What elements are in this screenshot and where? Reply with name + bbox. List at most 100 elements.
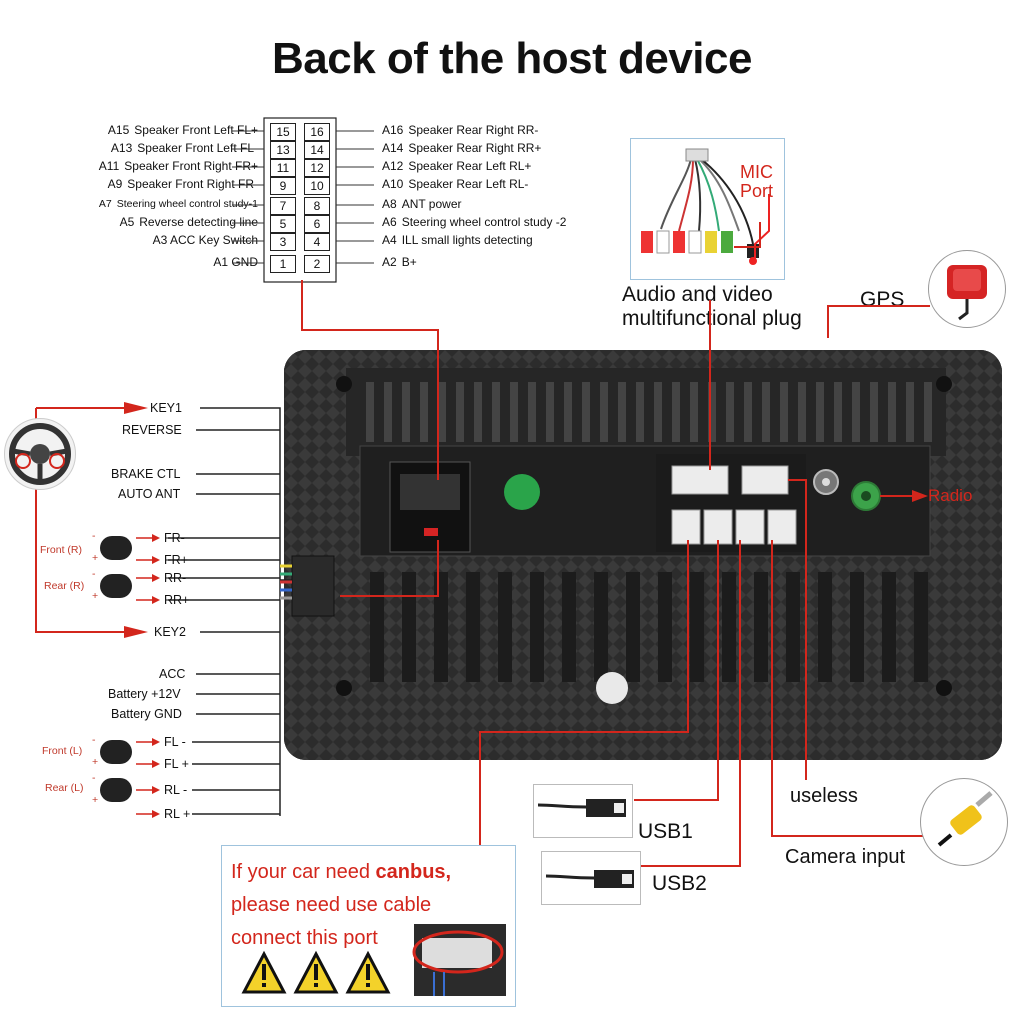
pin-code: A13 — [110, 141, 133, 155]
device-panel-graphic — [284, 350, 1002, 760]
pin-box-1: 1 — [270, 255, 296, 273]
pin-code: A14 — [382, 141, 404, 155]
pin-code: A16 — [382, 123, 404, 137]
useless-label: useless — [790, 785, 858, 807]
pin-left-label: A3 ACC Key Switch — [153, 233, 258, 247]
pin-description: Speaker Front Left FL+ — [134, 123, 258, 137]
pin-code: A9 — [107, 177, 123, 191]
harness-rl-minus: RL - — [164, 783, 188, 797]
mic-port-line1: MIC — [740, 162, 773, 182]
usb-plug-icon — [537, 799, 626, 817]
pin-box-12: 12 — [304, 159, 330, 177]
harness-rr-plus: RR+ — [164, 593, 190, 607]
plus-sign: + — [92, 552, 99, 564]
canbus-line3: connect this port — [231, 927, 378, 949]
canbus-line1: If your car need canbus, — [231, 856, 451, 889]
front-r-label: Front (R) — [40, 544, 82, 556]
harness-key2: KEY2 — [154, 625, 186, 639]
pin-description: A3 ACC Key Switch — [152, 233, 258, 247]
camera-rca-icon — [920, 778, 1008, 866]
minus-sign: - — [92, 530, 96, 542]
harness-battery-gnd: Battery GND — [111, 707, 182, 721]
rear-r-label: Rear (R) — [44, 580, 85, 592]
pin-box-15: 15 — [270, 123, 296, 141]
pin-description: A1 GND — [213, 255, 258, 269]
host-device-panel — [284, 350, 1002, 760]
warning-icon — [345, 950, 391, 994]
pin-description: Speaker Front Right FR+ — [124, 159, 258, 173]
page-title: Back of the host device — [272, 34, 752, 83]
pin-box-10: 10 — [304, 177, 330, 195]
canbus-line1-text: If your car need — [231, 861, 376, 883]
pin-right-label: A2 B+ — [382, 255, 417, 269]
pin-description: Speaker Rear Left RL+ — [408, 159, 532, 173]
pin-code: A12 — [382, 159, 404, 173]
pin-description: B+ — [401, 255, 417, 269]
pin-code: A11 — [98, 159, 120, 173]
radio-label: Radio — [928, 486, 973, 505]
harness-fl-plus: FL + — [164, 757, 189, 771]
canbus-note-text: If your car need canbus, please need use… — [231, 856, 451, 955]
speaker-rear-r-icon — [100, 574, 132, 598]
harness-fr-plus: FR+ — [164, 553, 188, 567]
pin-description: ILL small lights detecting — [401, 233, 533, 247]
pin-box-13: 13 — [270, 141, 296, 159]
pin-code: A15 — [107, 123, 130, 137]
pin-box-16: 16 — [304, 123, 330, 141]
camera-input-label: Camera input — [785, 846, 906, 868]
harness-reverse: REVERSE — [122, 423, 182, 437]
pin-right-label: A12 Speaker Rear Left RL+ — [382, 159, 531, 173]
gps-label: GPS — [860, 288, 905, 311]
pin-code: A5 — [119, 215, 135, 229]
av-cable-photo — [630, 138, 785, 280]
steering-wheel-icon — [4, 418, 76, 490]
pin-description: Speaker Rear Right RR+ — [408, 141, 542, 155]
warning-icons — [241, 924, 506, 996]
pin-left-label: A15 Speaker Front Left FL+ — [108, 123, 258, 137]
mic-port-label: MIC Port — [740, 163, 773, 201]
pin-box-4: 4 — [304, 233, 330, 251]
speaker-front-r-icon — [100, 536, 132, 560]
pin-box-5: 5 — [270, 215, 296, 233]
rear-l-label: Rear (L) — [45, 782, 84, 794]
pin-left-label: A5 Reverse detecting line — [120, 215, 258, 229]
canbus-note-box: If your car need canbus, please need use… — [221, 845, 516, 1007]
pin-box-3: 3 — [270, 233, 296, 251]
harness-key1: KEY1 — [150, 401, 182, 415]
av-plug-label: Audio and video multifunctional plug — [622, 283, 802, 331]
pin-code: A2 — [382, 255, 397, 269]
pin-description: Reverse detecting line — [139, 215, 258, 229]
usb1-photo — [533, 784, 633, 838]
pin-box-9: 9 — [270, 177, 296, 195]
pin-description: Speaker Front Left FL- — [137, 141, 258, 155]
pin-box-8: 8 — [304, 197, 330, 215]
pin-box-7: 7 — [270, 197, 296, 215]
harness-acc: ACC — [159, 667, 186, 681]
plus-sign: + — [92, 794, 99, 806]
canbus-keyword: canbus, — [375, 861, 452, 883]
harness-rl-plus: RL + — [164, 807, 191, 821]
usb1-label: USB1 — [638, 820, 693, 843]
pin-left-label: A13 Speaker Front Left FL- — [111, 141, 258, 155]
pin-description: ANT power — [401, 197, 462, 211]
gps-antenna-icon — [928, 250, 1006, 328]
usb-plug-icon — [545, 870, 634, 888]
pin-description: Steering wheel control study-1 — [116, 198, 258, 210]
warning-icon — [293, 950, 339, 994]
plus-sign: + — [92, 756, 99, 768]
pin-description: Speaker Rear Right RR- — [408, 123, 539, 137]
pin-left-label: A11 Speaker Front Right FR+ — [99, 159, 258, 173]
canbus-port-photo — [412, 924, 506, 996]
canbus-line2: please need use cable — [231, 894, 432, 916]
harness-battery-12v: Battery +12V — [108, 687, 181, 701]
minus-sign: - — [92, 772, 96, 784]
pin-box-11: 11 — [270, 159, 296, 177]
pin-code: A10 — [382, 177, 404, 191]
av-plug-line1: Audio and video — [622, 283, 773, 306]
